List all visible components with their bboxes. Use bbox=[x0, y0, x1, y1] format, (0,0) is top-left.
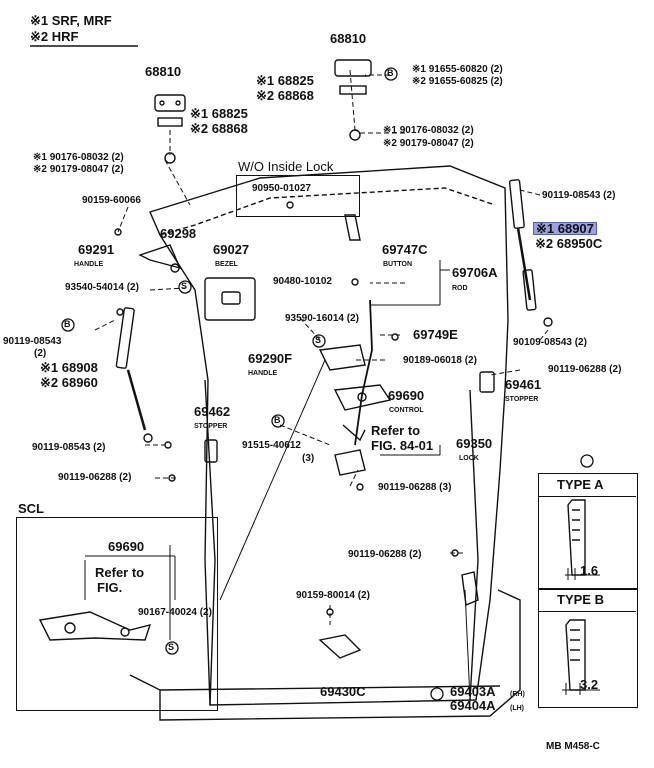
label-69290f: 69290F bbox=[248, 351, 293, 366]
label-type-a-dim: 1.6 bbox=[580, 563, 599, 578]
label-type-b-dim: 3.2 bbox=[580, 677, 599, 692]
label-scl-title: SCL bbox=[18, 501, 44, 516]
label-rh: (RH) bbox=[510, 691, 525, 698]
label-scl-69690: 69690 bbox=[108, 539, 145, 554]
label-stopper-right: STOPPER bbox=[505, 396, 539, 403]
label-68810-left: 68810 bbox=[145, 64, 182, 79]
label-rod: ROD bbox=[452, 285, 468, 292]
label-90159-80014: 90159-80014 (2) bbox=[296, 590, 370, 601]
label-69462: 69462 bbox=[194, 404, 231, 419]
tailgate-outline bbox=[149, 165, 509, 706]
type-a-box bbox=[538, 473, 638, 590]
label-69298: 69298 bbox=[160, 226, 197, 241]
type-b-box bbox=[538, 588, 638, 708]
label-68950c: ※2 68950C bbox=[535, 236, 603, 251]
label-69350: 69350 bbox=[456, 436, 493, 451]
label-90179-left: ※2 90179-08047 (2) bbox=[33, 164, 124, 175]
label-90119-08543-lower: 90119-08543 (2) bbox=[32, 442, 106, 453]
symbol-b-top: B bbox=[387, 68, 394, 78]
wo-inside-lock-box bbox=[236, 175, 360, 217]
label-refer-to: Refer to bbox=[371, 423, 421, 438]
label-91655-60820: ※1 91655-60820 (2) bbox=[412, 64, 503, 75]
label-91655-60825: ※2 91655-60825 (2) bbox=[412, 76, 503, 87]
label-handle-69291: HANDLE bbox=[74, 261, 104, 268]
label-90119-08543-right: 90119-08543 (2) bbox=[542, 190, 616, 201]
label-69403a: 69403A bbox=[450, 684, 496, 699]
label-stopper-left: STOPPER bbox=[194, 423, 228, 430]
label-68907: ※1 68907 bbox=[533, 222, 597, 235]
label-68825-left: ※1 68825 bbox=[190, 106, 248, 121]
label-68908: ※1 68908 bbox=[40, 360, 98, 375]
symbol-s-center: S bbox=[315, 335, 322, 345]
symbol-s-bezel: S bbox=[181, 281, 188, 291]
label-91515-qty: (3) bbox=[302, 453, 315, 464]
label-68825-top: ※1 68825 bbox=[256, 73, 314, 88]
label-button: BUTTON bbox=[383, 261, 413, 268]
label-69461: 69461 bbox=[505, 377, 542, 392]
label-90189: 90189-06018 (2) bbox=[403, 355, 477, 366]
label-scl-refer-2: FIG. bbox=[97, 580, 123, 595]
gas-strut-left bbox=[115, 307, 153, 443]
label-68868-top: ※2 68868 bbox=[256, 88, 314, 103]
legend-line-2: ※2 HRF bbox=[30, 29, 79, 44]
symbol-b-left: B bbox=[64, 319, 71, 329]
label-69690: 69690 bbox=[388, 388, 425, 403]
label-fig-8401: FIG. 84-01 bbox=[371, 438, 434, 453]
label-68960: ※2 68960 bbox=[40, 375, 98, 390]
gas-strut-right bbox=[508, 179, 553, 327]
label-scl-refer-1: Refer to bbox=[95, 565, 145, 580]
label-68810-top: 68810 bbox=[330, 31, 367, 46]
hinge-left bbox=[154, 94, 186, 164]
label-90119-06288-three: 90119-06288 (3) bbox=[378, 482, 452, 493]
type-b-title-divider bbox=[538, 611, 636, 612]
label-wo-inside-lock: W/O Inside Lock bbox=[238, 159, 334, 174]
legend-line-1: ※1 SRF, MRF bbox=[30, 13, 112, 28]
label-page-code: MB M458-C bbox=[546, 741, 600, 752]
symbol-b-lock: B bbox=[274, 415, 281, 425]
label-type-a: TYPE A bbox=[557, 477, 604, 492]
label-69749e: 69749E bbox=[413, 327, 458, 342]
label-68868-left: ※2 68868 bbox=[190, 121, 248, 136]
label-69706a: 69706A bbox=[452, 265, 498, 280]
scl-box bbox=[16, 517, 218, 711]
label-69747c: 69747C bbox=[382, 242, 428, 257]
label-90176-left: ※1 90176-08032 (2) bbox=[33, 152, 124, 163]
label-90119-06288-right: 90119-06288 (2) bbox=[548, 364, 622, 375]
label-handle-69290f: HANDLE bbox=[248, 370, 278, 377]
label-lock: LOCK bbox=[459, 455, 479, 462]
label-91515: 91515-40612 bbox=[242, 440, 301, 451]
label-93590: 93590-16014 (2) bbox=[285, 313, 359, 324]
label-90109: 90109-08543 (2) bbox=[513, 337, 587, 348]
label-69430c: 69430C bbox=[320, 684, 366, 699]
label-69291: 69291 bbox=[78, 242, 115, 257]
label-90119-06288-mid: 90119-06288 (2) bbox=[348, 549, 422, 560]
label-90159-60066: 90159-60066 bbox=[82, 195, 141, 206]
hinge-top bbox=[334, 59, 372, 141]
label-type-b: TYPE B bbox=[557, 592, 604, 607]
bezel-part bbox=[204, 277, 256, 321]
label-90176-top: ※1 90176-08032 (2) bbox=[383, 125, 474, 136]
label-lh: (LH) bbox=[510, 705, 524, 712]
label-93540: 93540-54014 (2) bbox=[65, 282, 139, 293]
label-90119-06288-left: 90119-06288 (2) bbox=[58, 472, 132, 483]
label-90119-08543-left-qty: (2) bbox=[34, 348, 47, 359]
label-bezel: BEZEL bbox=[215, 261, 238, 268]
label-69404a: 69404A bbox=[450, 698, 496, 713]
label-90480: 90480-10102 bbox=[273, 276, 332, 287]
label-69027: 69027 bbox=[213, 242, 250, 257]
label-control: CONTROL bbox=[389, 407, 424, 414]
type-a-title-divider bbox=[538, 496, 636, 497]
symbol-s-scl: S bbox=[168, 642, 175, 652]
label-90950: 90950-01027 bbox=[252, 183, 311, 194]
label-90179-top: ※2 90179-08047 (2) bbox=[383, 138, 474, 149]
label-90119-08543-left: 90119-08543 bbox=[3, 336, 62, 347]
label-scl-90167: 90167-40024 (2) bbox=[138, 607, 212, 618]
